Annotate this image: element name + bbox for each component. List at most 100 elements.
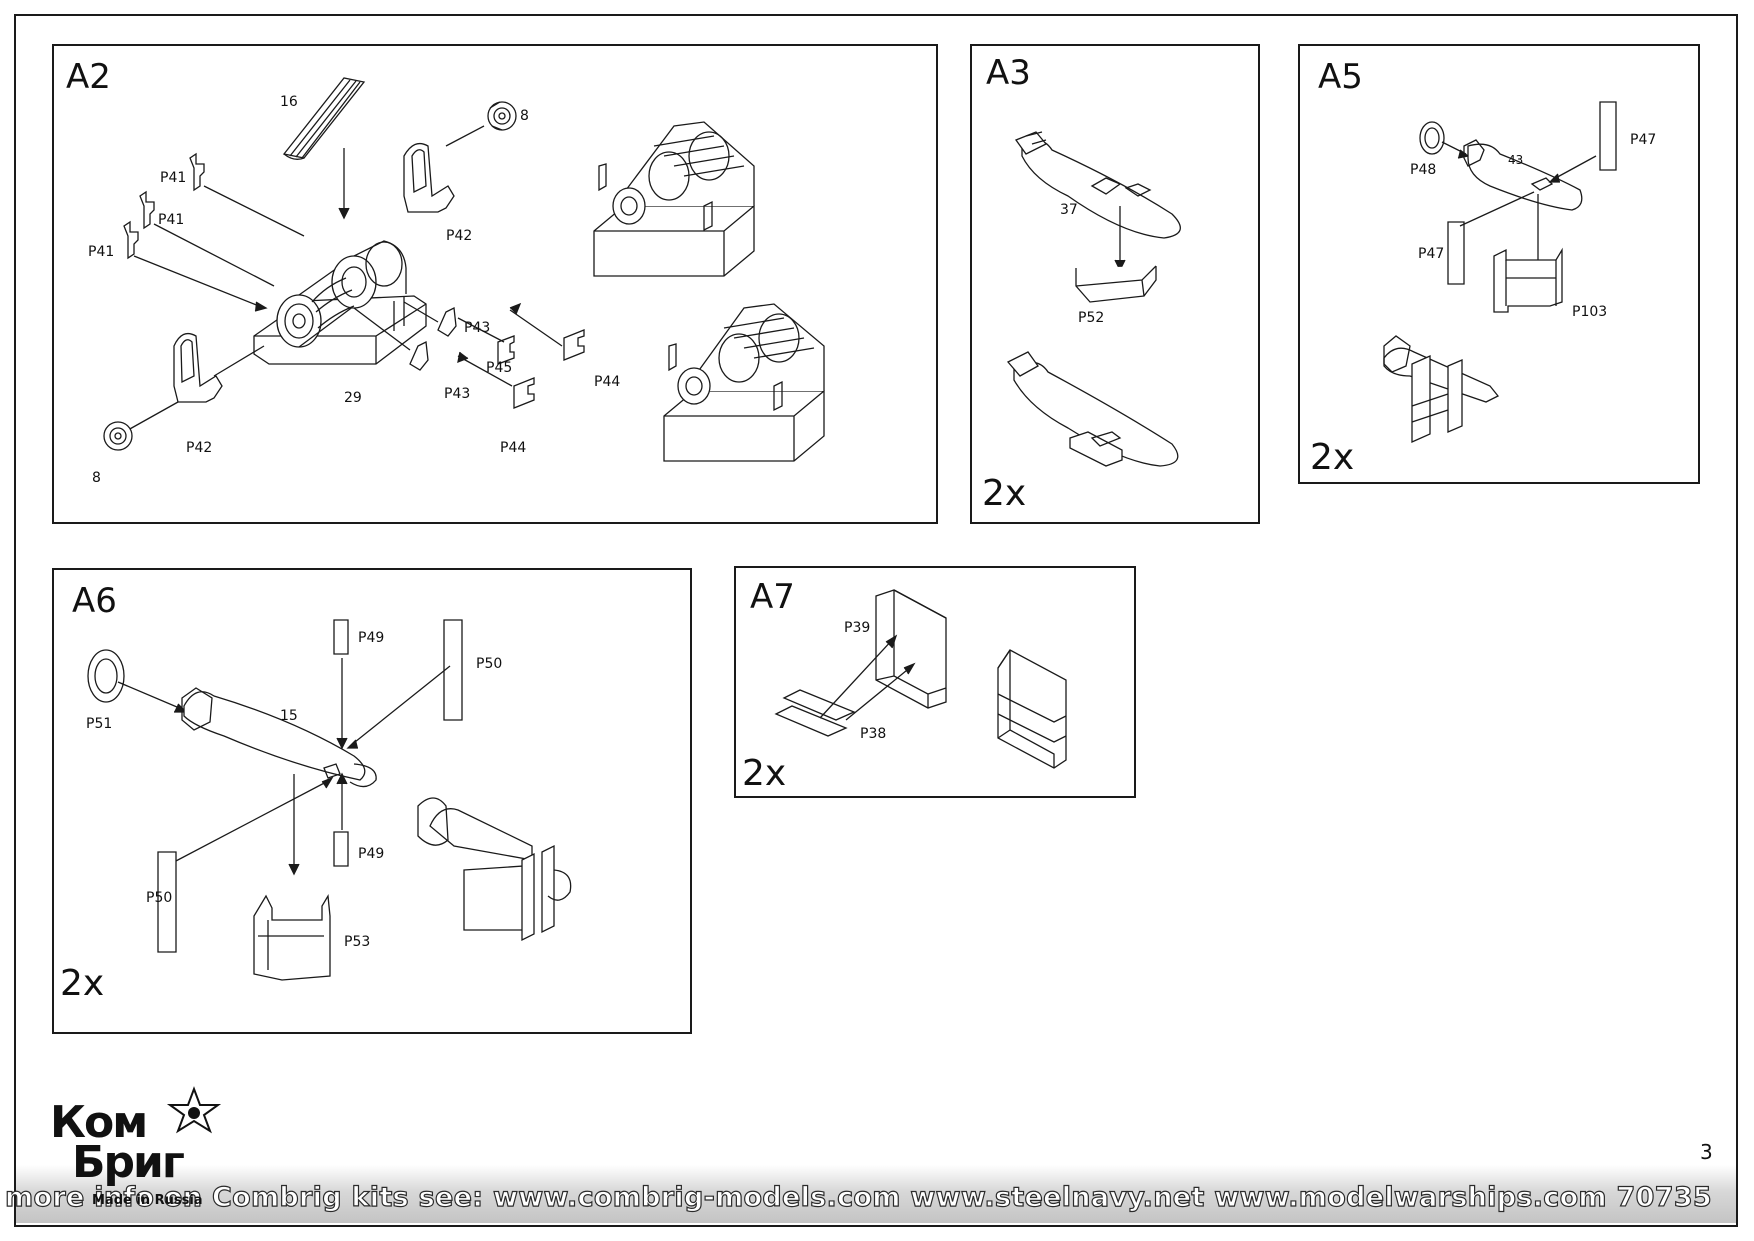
panel-a6: A6 bbox=[52, 568, 692, 1034]
combrig-logo: Ком Бриг Made in Russia bbox=[44, 1085, 244, 1215]
bomb-15 bbox=[181, 687, 377, 788]
footer-info-text: For more info on Combrig kits see: www.c… bbox=[0, 1181, 1712, 1213]
part-p42a bbox=[403, 142, 455, 213]
line-p43a bbox=[403, 301, 439, 323]
label-p53: P53 bbox=[344, 934, 370, 950]
label-8-bottom: 8 bbox=[92, 470, 101, 486]
panel-a2-title: A2 bbox=[66, 57, 111, 97]
part-p41a bbox=[189, 152, 205, 192]
part-p47-b bbox=[1447, 221, 1465, 285]
label-p44-a: P44 bbox=[594, 374, 620, 390]
part-p49-a bbox=[333, 619, 349, 655]
bomb-rack-assembled bbox=[1383, 335, 1500, 444]
part-p47-a bbox=[1599, 101, 1617, 171]
label-p41-b: P41 bbox=[158, 212, 184, 228]
line-p44b bbox=[457, 355, 513, 387]
line-p47a bbox=[1551, 155, 1597, 181]
panel-a5-title: A5 bbox=[1318, 57, 1363, 97]
page-number: 3 bbox=[1700, 1140, 1713, 1164]
line-p41c bbox=[133, 255, 265, 309]
part-p103 bbox=[1493, 247, 1563, 313]
logo-text-line2: Бриг bbox=[72, 1137, 185, 1188]
line-p41a bbox=[203, 185, 305, 237]
line-p47b bbox=[1459, 191, 1535, 227]
label-p42-top: P42 bbox=[446, 228, 472, 244]
label-29: 29 bbox=[344, 390, 362, 406]
part-p38 bbox=[774, 689, 856, 737]
label-p43-bottom: P43 bbox=[444, 386, 470, 402]
part-p45 bbox=[497, 335, 515, 365]
label-p49-a: P49 bbox=[358, 630, 384, 646]
part-p53 bbox=[253, 893, 331, 981]
label-43: 43 bbox=[1508, 153, 1523, 167]
panel-a3-title: A3 bbox=[986, 53, 1031, 93]
panel-a3: A3 37 P52 2x bbox=[970, 44, 1260, 524]
part-8b bbox=[103, 421, 133, 451]
bomb-rack-a6-assembled bbox=[417, 797, 572, 942]
part-p43a bbox=[437, 307, 457, 337]
label-p48: P48 bbox=[1410, 162, 1436, 178]
line-p39b bbox=[845, 665, 913, 721]
part-p50-a bbox=[443, 619, 463, 721]
label-p49-b: P49 bbox=[358, 846, 384, 862]
bomb-43 bbox=[1463, 139, 1583, 211]
label-p41-a: P41 bbox=[160, 170, 186, 186]
label-p38: P38 bbox=[860, 726, 886, 742]
panel-a7-title: A7 bbox=[750, 577, 795, 617]
line-p50b bbox=[173, 779, 331, 863]
part-8a bbox=[487, 101, 517, 131]
instruction-sheet-border bbox=[14, 14, 1738, 1227]
assembled-winch-top bbox=[593, 121, 755, 277]
made-in-russia: Made in Russia bbox=[92, 1193, 203, 1208]
part-p52 bbox=[1075, 265, 1157, 303]
label-p44-b: P44 bbox=[500, 440, 526, 456]
line-p41b bbox=[153, 223, 275, 287]
line-8b bbox=[127, 401, 179, 431]
panel-a3-multiplier: 2x bbox=[982, 473, 1027, 514]
part-p39 bbox=[875, 589, 947, 709]
bomb-37 bbox=[1014, 131, 1181, 239]
part-p48 bbox=[1419, 121, 1445, 155]
label-p47-b: P47 bbox=[1418, 246, 1444, 262]
label-p42-bottom: P42 bbox=[186, 440, 212, 456]
panel-a6-multiplier: 2x bbox=[60, 963, 105, 1004]
line-p43b bbox=[353, 307, 411, 351]
label-p51: P51 bbox=[86, 716, 112, 732]
panel-a2-diagram: 16 8 P41 P41 P41 P42 P43 P45 P44 P43 29 … bbox=[88, 77, 825, 486]
line-8a bbox=[445, 125, 485, 147]
panel-a5-diagram: P48 43 P47 P47 P103 bbox=[1383, 101, 1656, 444]
panel-a3-diagram: 37 P52 bbox=[1006, 131, 1181, 467]
line-p39a bbox=[819, 637, 895, 719]
label-16: 16 bbox=[280, 94, 298, 110]
label-15: 15 bbox=[280, 708, 298, 724]
footer-band bbox=[16, 1165, 1736, 1223]
panel-a7-multiplier: 2x bbox=[742, 753, 787, 794]
bomb-assembled bbox=[1006, 351, 1179, 467]
part-p43b bbox=[409, 341, 429, 371]
part-p44a bbox=[563, 329, 585, 361]
label-p41-c: P41 bbox=[88, 244, 114, 260]
assembled-winch-bottom bbox=[663, 303, 825, 462]
panel-a6-title: A6 bbox=[72, 581, 117, 621]
lines-p44a bbox=[457, 309, 563, 347]
rack-a7-assembled bbox=[997, 649, 1067, 769]
panel-a7-diagram: P39 P38 bbox=[774, 589, 1067, 769]
star-logo-icon bbox=[166, 1086, 222, 1134]
panel-a2: A2 bbox=[52, 44, 938, 524]
label-p47-a: P47 bbox=[1630, 132, 1656, 148]
panel-a5: A5 P48 bbox=[1298, 44, 1700, 484]
line-p50a bbox=[349, 665, 451, 747]
part-p50-b bbox=[157, 851, 177, 953]
line-p42b bbox=[213, 345, 265, 377]
label-p43-top: P43 bbox=[464, 320, 490, 336]
label-37: 37 bbox=[1060, 202, 1078, 218]
label-p103: P103 bbox=[1572, 304, 1607, 320]
part-p41c bbox=[123, 220, 139, 260]
part-p42b bbox=[173, 332, 223, 403]
part-p41b bbox=[139, 190, 155, 230]
label-p52: P52 bbox=[1078, 310, 1104, 326]
label-p50-a: P50 bbox=[476, 656, 502, 672]
label-p50-b: P50 bbox=[146, 890, 172, 906]
winch-assembly bbox=[253, 240, 427, 365]
panel-a6-diagram: P51 15 P49 P50 P50 P49 P53 bbox=[86, 619, 572, 981]
